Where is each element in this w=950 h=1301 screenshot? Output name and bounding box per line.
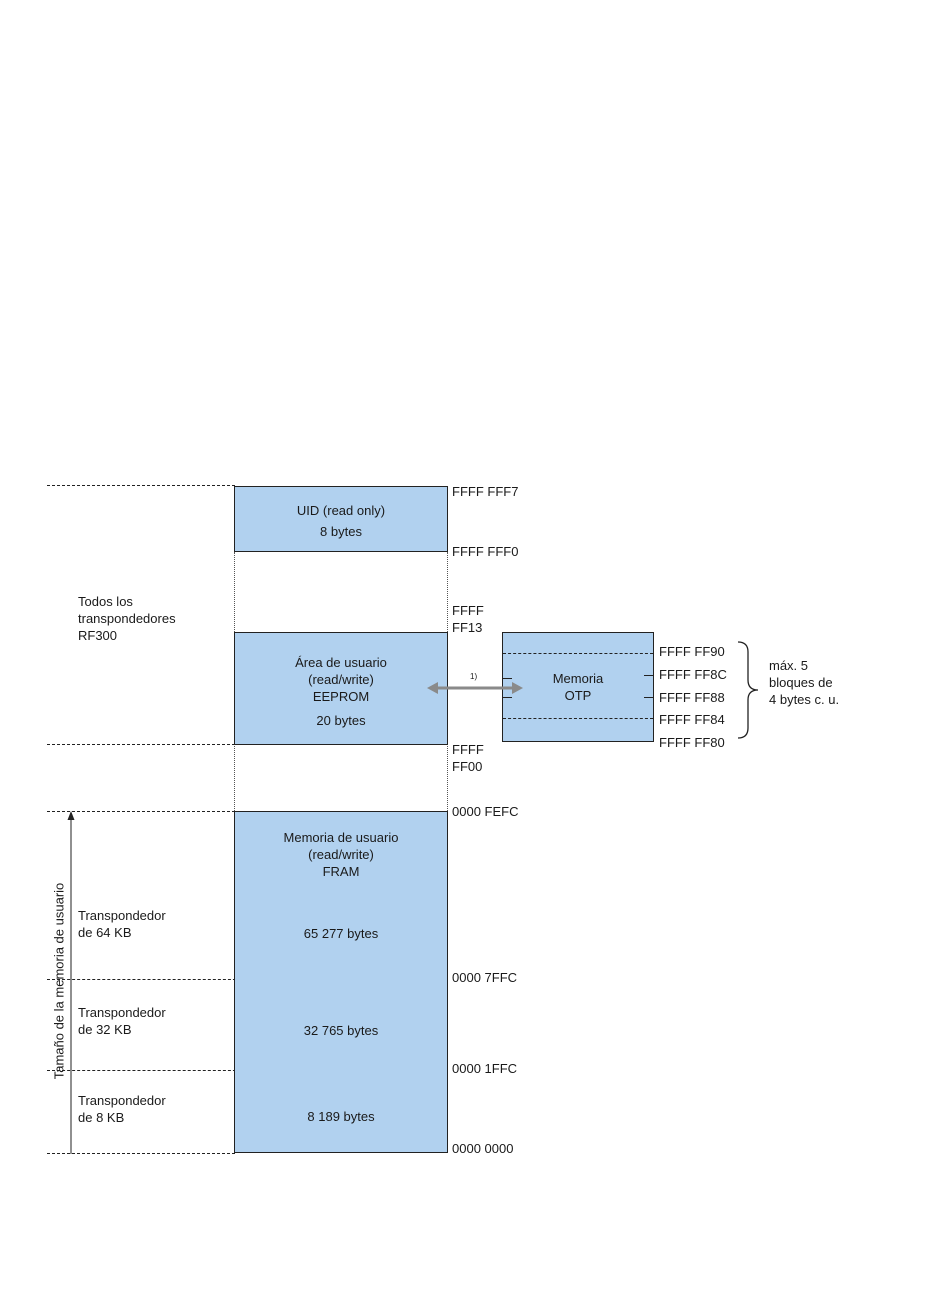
address-fff0: FFFF FFF0: [452, 544, 519, 559]
user-memory-size-arrow: [67, 811, 75, 1154]
user-memory-size-64: 65 277 bytes: [303, 926, 379, 941]
address-ff84: FFFF FF84: [659, 712, 725, 727]
uid-block-size: 8 bytes: [320, 524, 362, 539]
all-transponders-label: Todos los transpondedores RF300: [78, 594, 176, 643]
guide-line-fram-top: [47, 811, 235, 812]
guide-line-rf300-bottom: [47, 744, 235, 745]
otp-divider-ff84: [503, 718, 653, 719]
gap-connector-left-1: [234, 552, 235, 632]
address-ff8c: FFFF FF8C: [659, 667, 727, 682]
otp-tick-ff88-left: [503, 697, 512, 698]
uid-block-title: UID (read only): [296, 503, 386, 518]
address-fefc: 0000 FEFC: [452, 804, 519, 819]
address-ff13: FFFF FF13: [452, 603, 484, 635]
user-memory-block-title: Memoria de usuario (read/write) FRAM: [283, 830, 399, 879]
gap-connector-left-2: [234, 744, 235, 811]
address-ff88: FFFF FF88: [659, 690, 725, 705]
address-1ffc: 0000 1FFC: [452, 1061, 518, 1076]
user-area-block: [234, 632, 448, 745]
gap-connector-right-1: [447, 552, 448, 632]
user-area-block-size: 20 bytes: [316, 713, 366, 728]
otp-block-title: Memoria OTP: [552, 671, 604, 703]
address-ff90: FFFF FF90: [659, 644, 725, 659]
address-fff7: FFFF FFF7: [452, 484, 519, 499]
user-area-block-title: Área de usuario (read/write) EEPROM: [295, 655, 387, 704]
otp-tick-ff8c-left: [503, 678, 512, 679]
user-memory-size-axis-label: Tamaño de la memoria de usuario: [51, 882, 67, 1080]
address-7ffc: 0000 7FFC: [452, 970, 518, 985]
address-ff80: FFFF FF80: [659, 735, 725, 750]
footnote-marker: 1): [470, 672, 478, 681]
otp-brace: [737, 641, 759, 739]
transponder-8-label: Transpondedor de 8 KB: [78, 1093, 166, 1125]
guide-line-top: [47, 485, 235, 486]
otp-tick-ff8c-right: [644, 675, 653, 676]
user-memory-size-32: 32 765 bytes: [303, 1023, 379, 1038]
otp-divider-ff90: [503, 653, 653, 654]
transfer-double-arrow: [427, 682, 523, 694]
otp-tick-ff88-right: [644, 697, 653, 698]
address-zero: 0000 0000: [452, 1141, 514, 1156]
gap-connector-right-2: [447, 744, 448, 811]
user-memory-block: [234, 811, 448, 1153]
uid-block: [234, 486, 448, 552]
guide-line-bottom: [47, 1153, 235, 1154]
address-ff00: FFFF FF00: [452, 742, 484, 774]
transponder-64-label: Transpondedor de 64 KB: [78, 908, 166, 940]
otp-note: máx. 5 bloques de 4 bytes c. u.: [769, 658, 840, 707]
transponder-32-label: Transpondedor de 32 KB: [78, 1005, 166, 1037]
user-memory-size-8: 8 189 bytes: [307, 1109, 375, 1124]
otp-block: [502, 632, 654, 742]
